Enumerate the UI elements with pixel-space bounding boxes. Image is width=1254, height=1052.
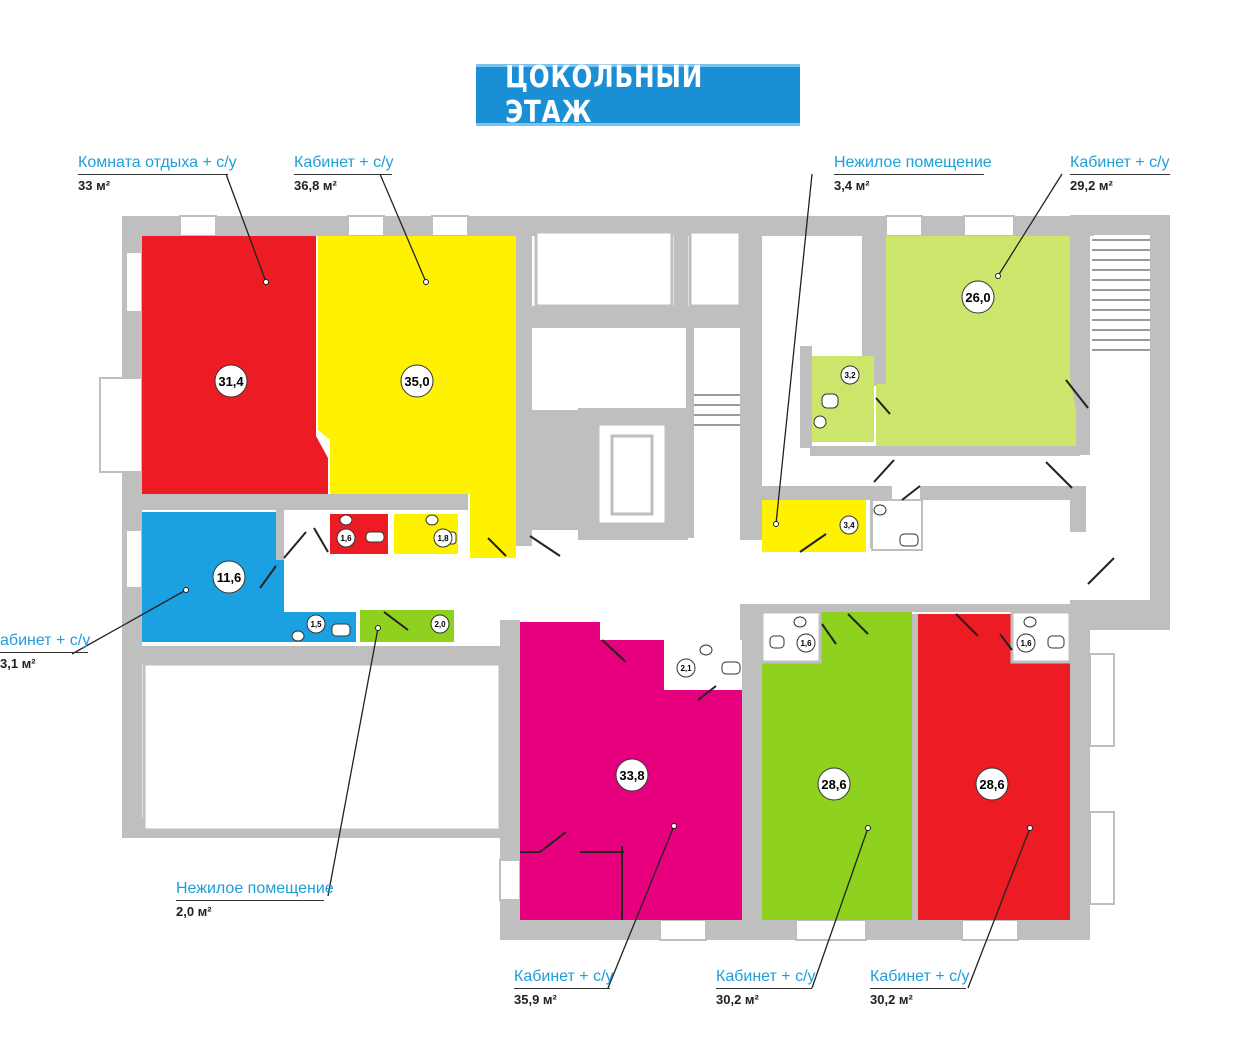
small-badge-1: 3,2	[840, 365, 860, 385]
callout-area: 30,2 м²	[870, 992, 913, 1007]
callout-area: 36,8 м²	[294, 178, 337, 193]
callout-rule	[176, 900, 324, 901]
room-red-right	[918, 614, 1070, 920]
callout-label: Комната отдыха + с/у	[78, 154, 237, 171]
svg-text:31,4: 31,4	[218, 374, 244, 389]
svg-text:28,6: 28,6	[821, 777, 846, 792]
callout-rule	[834, 174, 984, 175]
callout-area: 3,4 м²	[834, 178, 870, 193]
badge-room-6: 28,6	[817, 767, 851, 801]
callout-office-1: Кабинет + с/у 36,8 м²	[294, 153, 394, 195]
svg-text:11,6: 11,6	[217, 570, 242, 585]
svg-text:26,0: 26,0	[965, 290, 990, 305]
small-badge-8: 1,6	[796, 633, 816, 653]
floor-title: ЦОКОЛЬНЫЙ ЭТАЖ	[505, 60, 704, 130]
callout-rule	[294, 174, 392, 175]
area-badges: 31,4 35,0 26,0 11,6 33,8 28,6 28,6	[212, 280, 1009, 801]
svg-text:3,4: 3,4	[843, 521, 855, 530]
callout-area: 3,1 м²	[0, 656, 36, 671]
svg-text:3,2: 3,2	[844, 371, 856, 380]
callout-label: Нежилое помещение	[834, 154, 992, 171]
badge-room-7: 28,6	[975, 767, 1009, 801]
small-badge-9: 1,6	[1016, 633, 1036, 653]
callout-label: Кабинет + с/у	[870, 968, 970, 985]
small-badge-7: 2,1	[676, 658, 696, 678]
small-badge-4: 3,4	[839, 515, 859, 535]
callout-label: Нежилое помещение	[176, 880, 334, 897]
callout-rule	[78, 174, 228, 175]
callout-label: Кабинет + с/у	[294, 154, 394, 171]
staircase	[690, 239, 1150, 426]
badge-room-2: 35,0	[400, 364, 434, 398]
badge-room-1: 31,4	[214, 364, 248, 398]
svg-text:2,0: 2,0	[434, 620, 446, 629]
callout-area: 33 м²	[78, 178, 111, 193]
callout-nonresidential-1: Нежилое помещение 3,4 м²	[834, 153, 992, 195]
svg-text:1,6: 1,6	[1020, 639, 1032, 648]
small-badge-6: 2,0	[430, 614, 450, 634]
doors	[259, 379, 1115, 920]
leader-dots	[183, 273, 1033, 831]
svg-text:1,5: 1,5	[310, 620, 322, 629]
callout-area: 29,2 м²	[1070, 178, 1113, 193]
callout-rule	[0, 652, 88, 653]
callout-area: 35,9 м²	[514, 992, 557, 1007]
svg-text:35,0: 35,0	[404, 374, 429, 389]
callout-nonresidential-2: Нежилое помещение 2,0 м²	[176, 879, 334, 921]
floor-title-banner: ЦОКОЛЬНЫЙ ЭТАЖ	[476, 60, 800, 130]
svg-text:1,6: 1,6	[800, 639, 812, 648]
small-area-badges: 3,2 1,6 1,8 3,4 1,5 2,0 2,1 1,6 1,6	[306, 365, 1036, 678]
small-badge-2: 1,6	[336, 528, 356, 548]
small-badge-3: 1,8	[433, 528, 453, 548]
badge-room-5: 33,8	[615, 758, 649, 792]
callout-label: Кабинет + с/у	[514, 968, 614, 985]
callout-area: 2,0 м²	[176, 904, 212, 919]
svg-text:1,8: 1,8	[437, 534, 449, 543]
room-light-green	[876, 236, 1076, 446]
service-rooms	[142, 230, 742, 832]
callout-label: Кабинет + с/у	[716, 968, 816, 985]
callout-rule	[1070, 174, 1170, 175]
room-blue	[142, 512, 356, 642]
callout-office-5: Кабинет + с/у 30,2 м²	[716, 967, 816, 1009]
room-green	[762, 612, 912, 920]
svg-text:33,8: 33,8	[619, 768, 644, 783]
svg-text:1,6: 1,6	[340, 534, 352, 543]
callout-office-3: абинет + с/у 3,1 м²	[0, 631, 91, 673]
leader-lines	[71, 173, 1063, 989]
svg-text:28,6: 28,6	[979, 777, 1004, 792]
small-badge-5: 1,5	[306, 614, 326, 634]
svg-text:2,1: 2,1	[680, 664, 692, 673]
callout-label: Кабинет + с/у	[1070, 154, 1170, 171]
callout-rest-room: Комната отдыха + с/у 33 м²	[78, 153, 237, 195]
callout-label: абинет + с/у	[0, 632, 91, 649]
callout-office-4: Кабинет + с/у 35,9 м²	[514, 967, 614, 1009]
callout-area: 30,2 м²	[716, 992, 759, 1007]
callout-rule	[870, 988, 966, 989]
badge-room-3: 26,0	[961, 280, 995, 314]
callout-office-6: Кабинет + с/у 30,2 м²	[870, 967, 970, 1009]
callout-rule	[514, 988, 610, 989]
callout-office-2: Кабинет + с/у 29,2 м²	[1070, 153, 1170, 195]
callout-rule	[716, 988, 812, 989]
badge-room-4: 11,6	[212, 560, 246, 594]
